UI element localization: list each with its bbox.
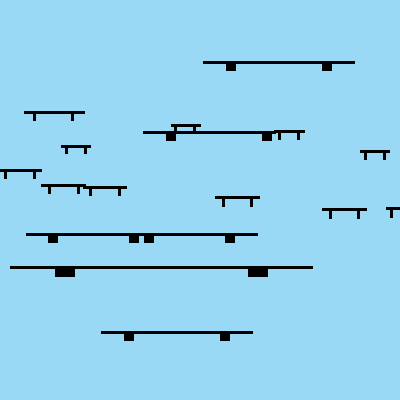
platform: [83, 186, 127, 200]
platform-plank: [24, 111, 85, 114]
platform-support: [226, 63, 236, 71]
platform-support: [220, 333, 230, 341]
platform-plank: [386, 207, 400, 210]
platform-support: [193, 126, 196, 133]
platform: [360, 150, 390, 164]
platform-plank: [107, 233, 258, 236]
platform: [61, 145, 91, 159]
platform: [0, 169, 42, 183]
platform: [24, 111, 85, 125]
platform-plank: [143, 131, 276, 134]
platform-support: [71, 113, 74, 121]
platform-support: [33, 113, 36, 121]
platform-support: [297, 132, 300, 140]
platform: [215, 196, 260, 210]
platform-support: [118, 188, 121, 196]
platform-plank: [322, 208, 367, 211]
platform-plank: [83, 186, 127, 189]
platform: [101, 331, 253, 345]
platform-support: [390, 209, 393, 218]
platform-support: [225, 235, 235, 243]
platform-plank: [203, 61, 355, 64]
platform: [107, 233, 177, 247]
platform-plank: [41, 184, 86, 187]
platform-plank: [360, 150, 390, 153]
platform-plank: [171, 124, 201, 127]
platform: [143, 131, 276, 145]
platform-support: [174, 126, 177, 133]
platform: [107, 233, 258, 247]
platform-support: [222, 198, 225, 207]
platform-support: [77, 186, 80, 194]
platform-plank: [101, 331, 253, 334]
platform-support: [364, 152, 367, 160]
platform-support: [322, 63, 332, 71]
platform-support: [357, 210, 360, 219]
platform-support: [65, 147, 68, 154]
platform-plank: [215, 196, 260, 199]
platform-support: [329, 210, 332, 219]
platform-support: [262, 133, 272, 141]
platform-support: [84, 147, 87, 154]
platform: [322, 208, 367, 222]
platform-support: [4, 171, 7, 179]
platform: [10, 266, 313, 280]
platform-support: [144, 235, 154, 243]
platform-plank: [61, 145, 91, 148]
platform: [386, 207, 400, 221]
platform-plank: [10, 266, 313, 269]
platform: [41, 184, 86, 198]
platform-support: [89, 188, 92, 196]
platform-support: [48, 186, 51, 194]
platform-support: [33, 171, 36, 179]
platform-plank: [107, 233, 177, 236]
platform-support: [48, 235, 58, 243]
platform-support: [278, 132, 281, 140]
platform: [171, 124, 201, 138]
platform-plank: [26, 233, 176, 236]
platform-support: [248, 268, 268, 277]
platform: [26, 233, 176, 247]
platform-support: [250, 198, 253, 207]
platform-support: [166, 133, 176, 141]
platform: [203, 61, 355, 75]
platform-support: [124, 333, 134, 341]
platform-support: [383, 152, 386, 160]
platform-plank: [0, 169, 42, 172]
platform-support: [129, 235, 139, 243]
platform-support: [55, 268, 75, 277]
platform-plank: [274, 130, 305, 133]
platform: [274, 130, 305, 144]
